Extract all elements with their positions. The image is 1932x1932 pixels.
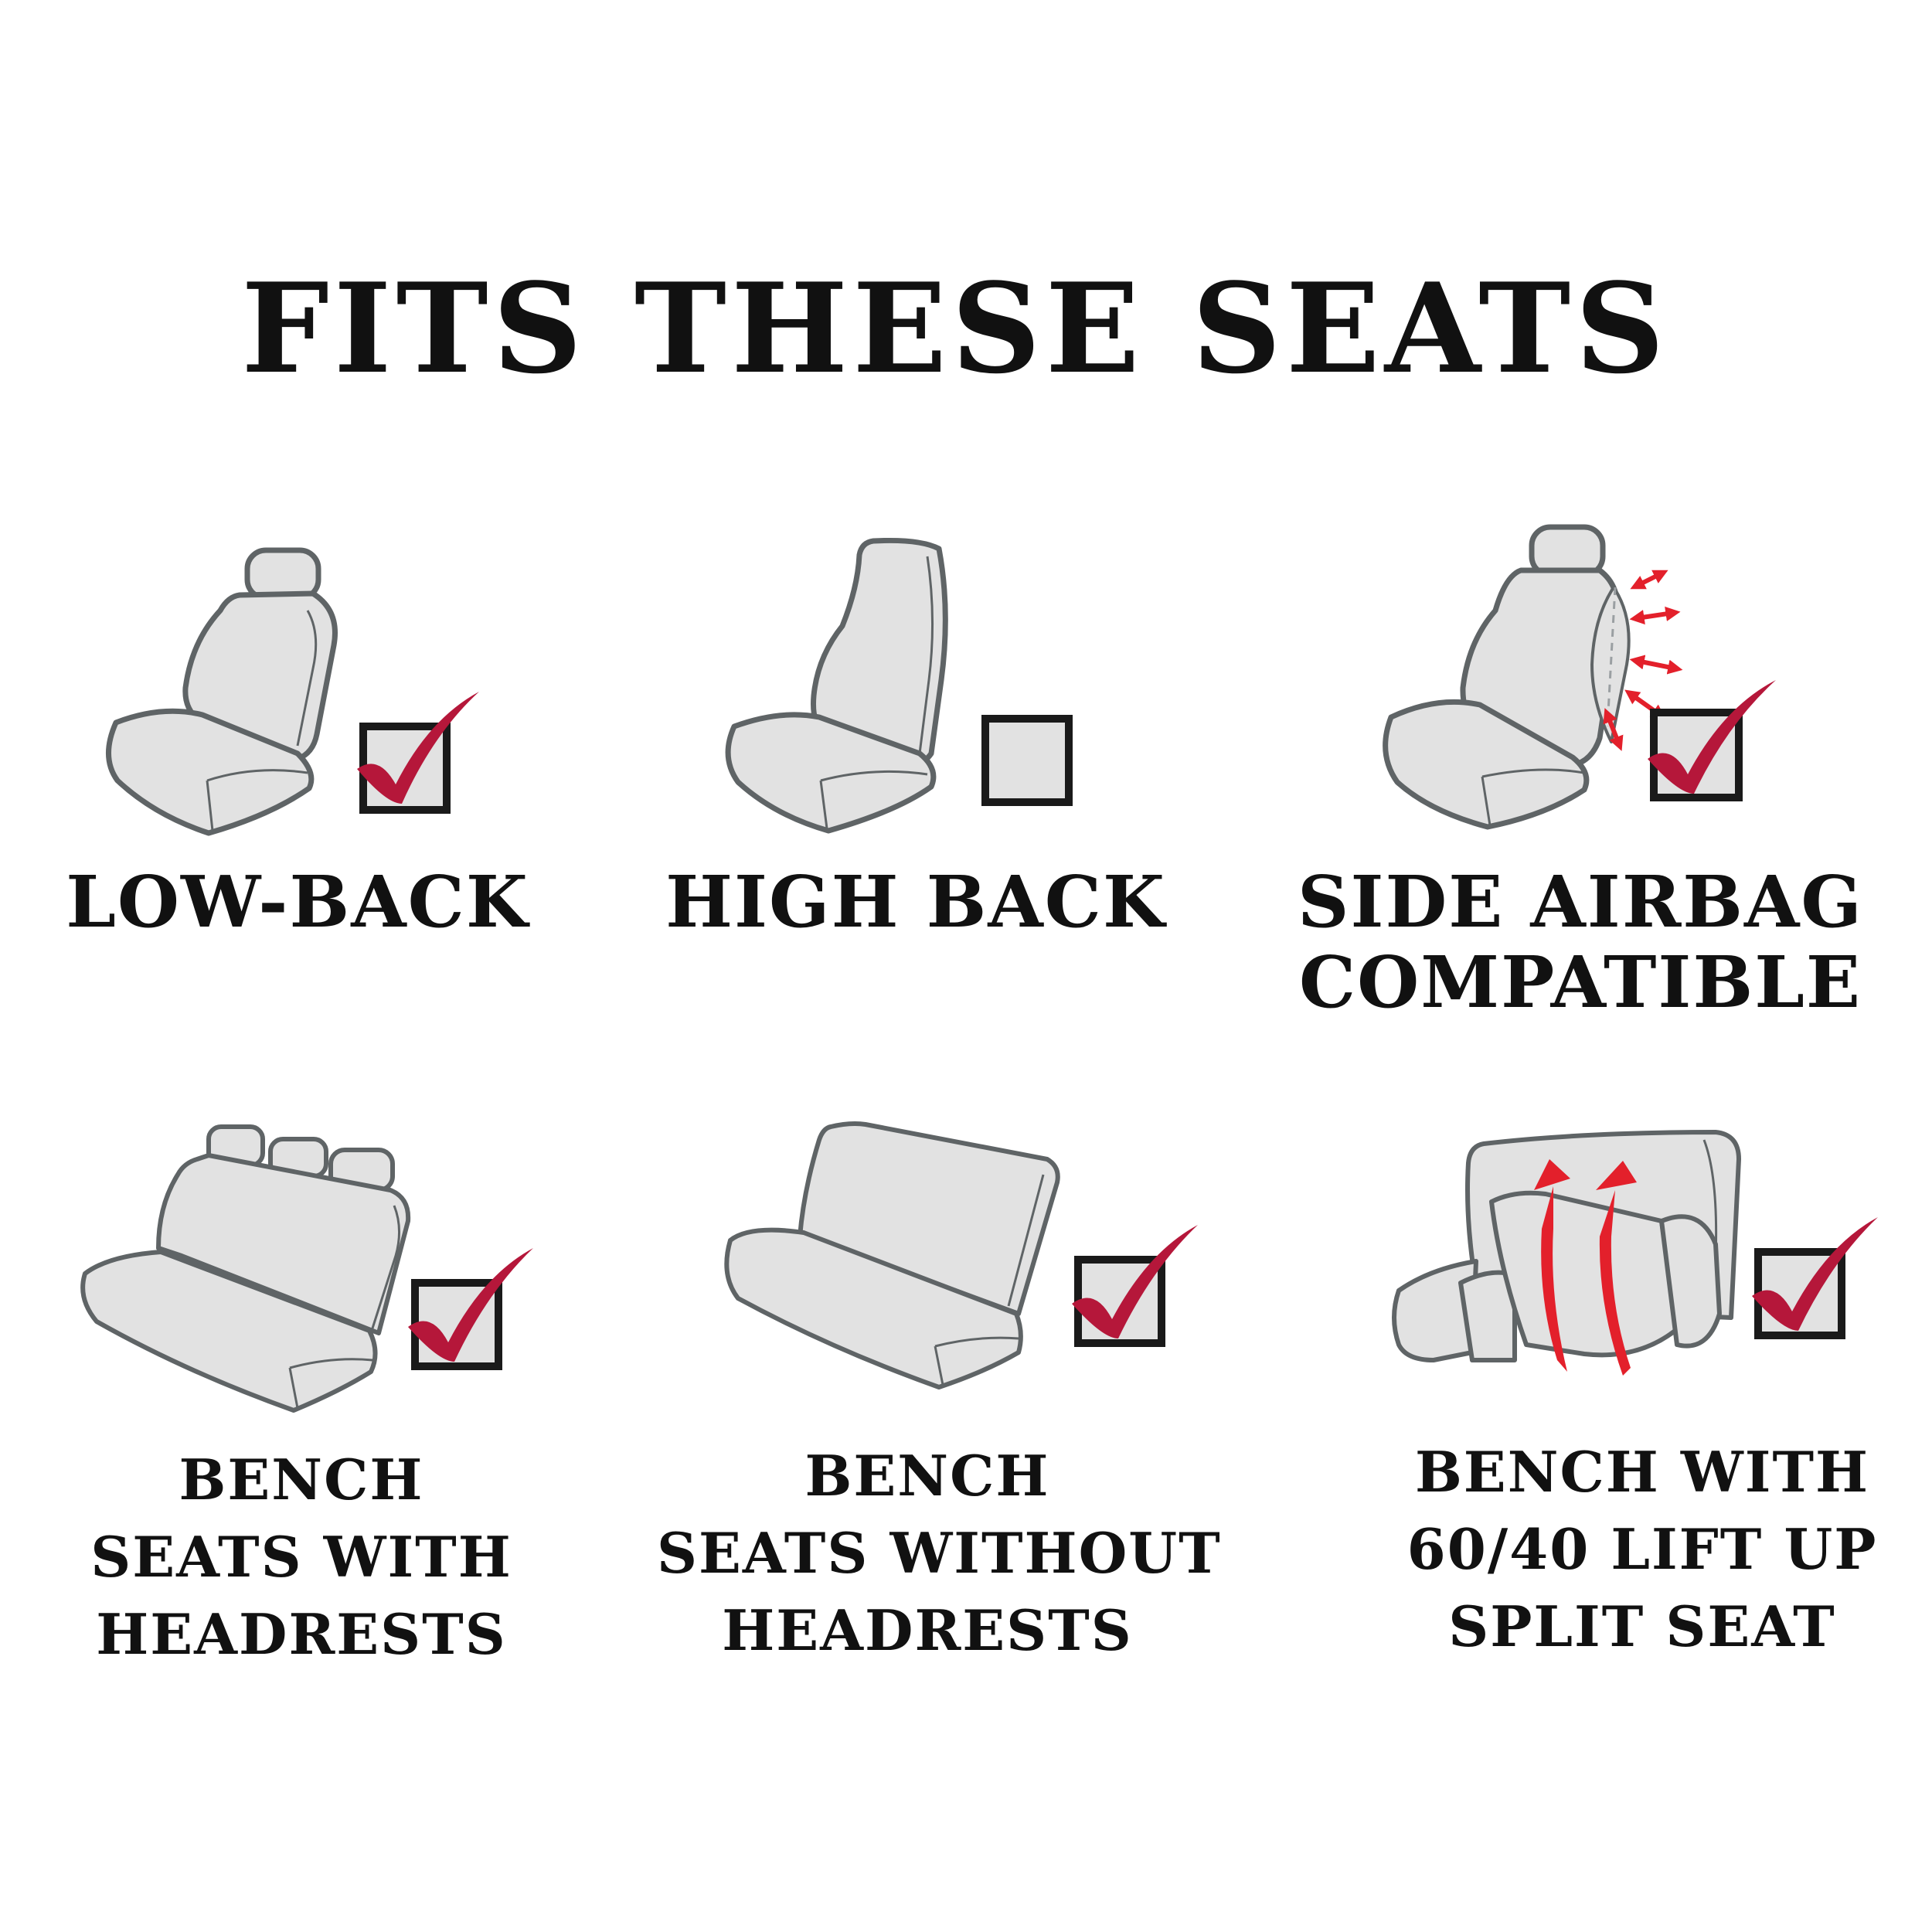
label-bench-no-headrests: BENCH SEATS WITHOUT HEADRESTS xyxy=(657,1437,1222,1669)
label-line: COMPATIBLE xyxy=(1298,940,1862,1024)
checkmark-icon xyxy=(1752,1217,1878,1331)
low-back-seat-icon xyxy=(106,547,338,836)
checkbox-bench-headrests xyxy=(408,1248,533,1370)
checkbox-side-airbag xyxy=(1648,680,1776,801)
label-line: HEADRESTS xyxy=(96,1601,507,1667)
label-line: HEADRESTS xyxy=(722,1597,1133,1663)
lift-up-arrows-icon xyxy=(1534,1159,1637,1376)
label-line: SPLIT SEAT xyxy=(1448,1594,1836,1659)
label-line: BENCH WITH xyxy=(1414,1439,1870,1505)
label-split-bench: BENCH WITH 60/40 LIFT UP SPLIT SEAT xyxy=(1391,1434,1893,1665)
high-back-seat-icon xyxy=(725,537,948,834)
label-low-back: LOW-BACK xyxy=(46,862,549,942)
checkbox-high-back xyxy=(981,715,1073,806)
checkmark-icon xyxy=(408,1248,533,1362)
label-line: 60/40 LIFT UP xyxy=(1406,1516,1878,1582)
label-line: HIGH BACK xyxy=(665,860,1166,944)
split-bench-icon xyxy=(1392,1130,1741,1362)
bench-with-headrests-icon xyxy=(80,1124,411,1413)
label-line: BENCH xyxy=(179,1447,424,1512)
label-line: LOW-BACK xyxy=(66,860,529,944)
bench-without-headrests-icon xyxy=(724,1121,1060,1389)
label-high-back: HIGH BACK xyxy=(665,862,1167,942)
side-airbag-seat-icon xyxy=(1383,524,1631,830)
label-bench-headrests: BENCH SEATS WITH HEADRESTS xyxy=(70,1441,533,1673)
label-side-airbag: SIDE AIRBAG COMPATIBLE xyxy=(1275,862,1886,1022)
checkmark-icon xyxy=(357,692,479,804)
checkbox-low-back xyxy=(357,692,479,814)
checkbox-split-bench xyxy=(1752,1217,1878,1339)
checkmark-icon xyxy=(1072,1225,1198,1338)
label-line: SEATS WITHOUT xyxy=(657,1520,1222,1586)
page-title: FITS THESE SEATS xyxy=(241,256,1669,401)
checkbox-bench-no-headrests xyxy=(1072,1225,1198,1347)
label-line: SEATS WITH xyxy=(90,1524,512,1590)
checkmark-icon xyxy=(1648,680,1776,794)
label-line: BENCH xyxy=(804,1443,1050,1509)
label-line: SIDE AIRBAG xyxy=(1298,860,1863,944)
